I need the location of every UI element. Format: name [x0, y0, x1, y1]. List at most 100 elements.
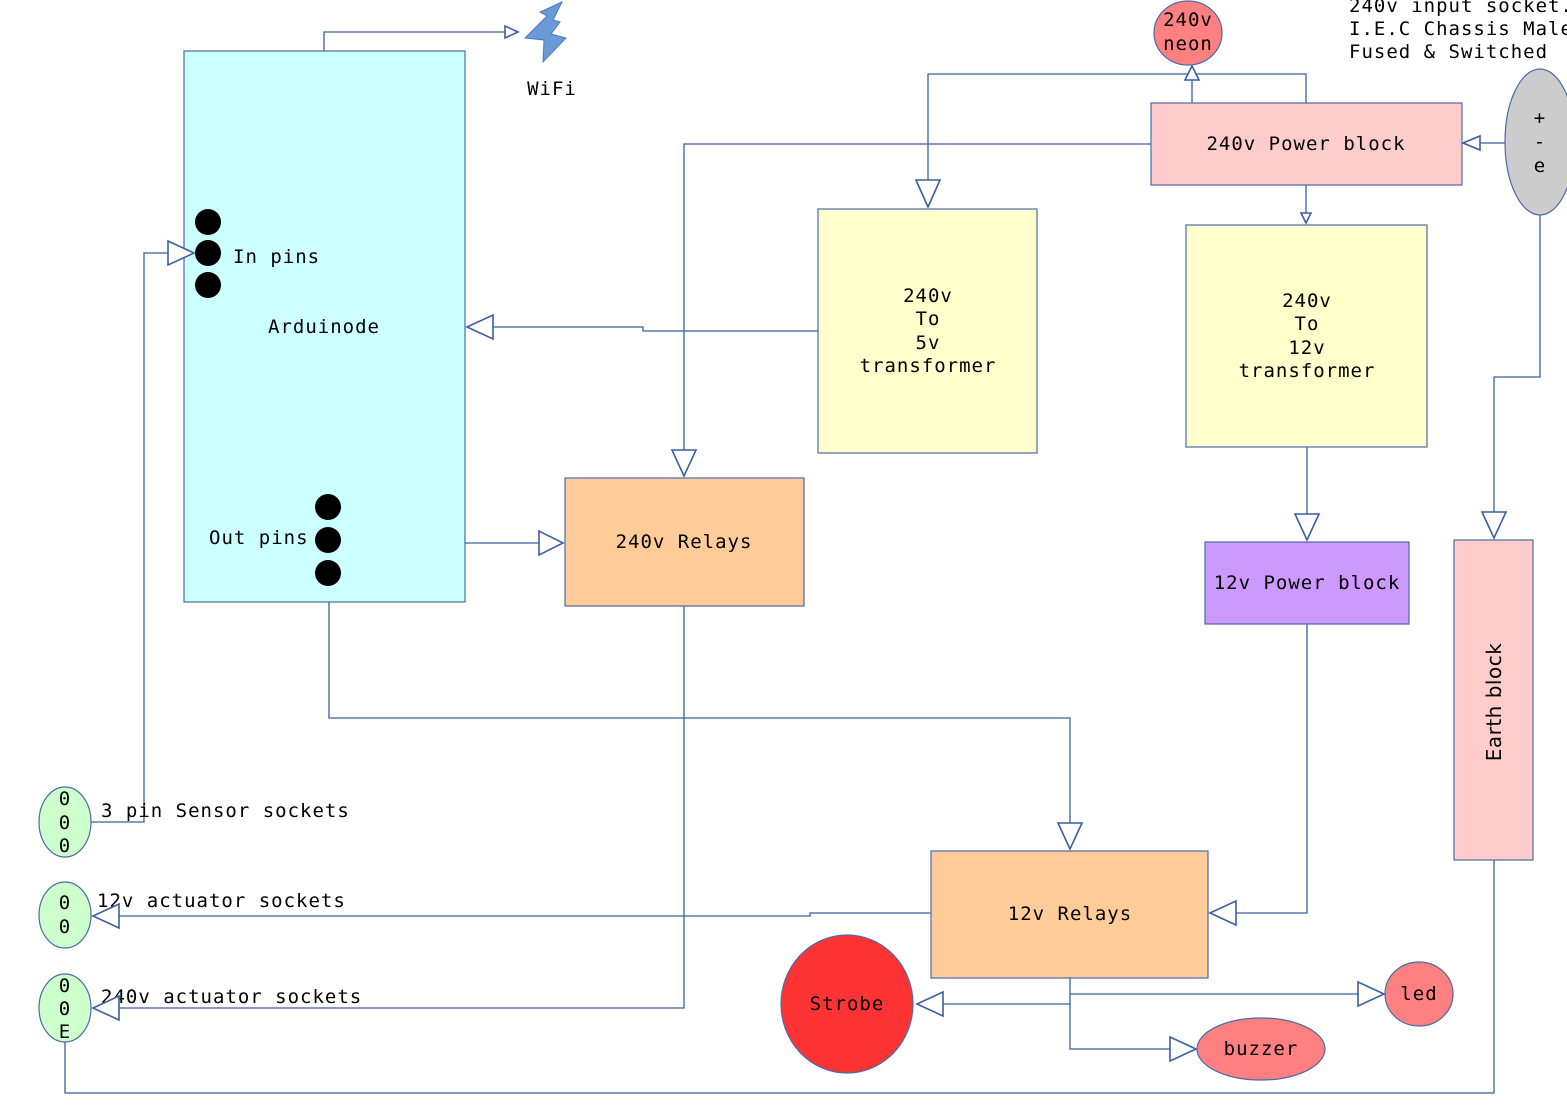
relays-240: 240v Relays	[564, 477, 805, 607]
transformer-5v-box	[817, 208, 1038, 454]
sensor-socket-body	[38, 786, 92, 858]
wire-sensor-inpin	[90, 252, 168, 823]
out-pin-3	[315, 560, 341, 586]
transformer-5v: 240v To 5v transformer	[817, 208, 1038, 454]
wire-5v-arduino	[493, 326, 818, 332]
arduinode-block: Arduinode In pins Out pins	[183, 50, 466, 603]
transformer-5v-line1: 240v	[903, 285, 953, 307]
wires	[64, 31, 1541, 1094]
transformer-5v-line2: To	[916, 308, 941, 330]
relays-12-box	[930, 850, 1209, 979]
arduinode-label: Arduinode	[268, 316, 380, 338]
in-pin-2	[195, 240, 221, 266]
neon-label-line1: 240v	[1163, 9, 1213, 31]
input-socket: + - e	[1504, 68, 1567, 216]
arrow-head-relays240-left	[538, 529, 565, 557]
in-pin-3	[195, 272, 221, 298]
sensor-pin-2: 0	[59, 812, 71, 834]
arrow-heads	[91, 24, 1508, 1063]
wire-earth-actuator240	[64, 860, 1495, 1094]
power-block-240: 240v Power block	[1150, 102, 1463, 186]
actuator-240v-pin-2: 0	[59, 998, 71, 1020]
transformer-5v-line4: transformer	[860, 355, 997, 377]
strobe-node: Strobe	[780, 934, 914, 1074]
neon-label-line2: neon	[1163, 33, 1213, 55]
wire-relays240-actuator240	[119, 606, 685, 1009]
sensor-sockets: 0 0 0 3 pin Sensor sockets	[38, 786, 350, 858]
wire-power-5v	[927, 73, 1307, 180]
arrow-head-arduinode	[465, 313, 494, 341]
actuator-240v-pin-1: 0	[59, 975, 71, 997]
relays-240-box	[564, 477, 805, 607]
actuator-12v-pin-1: 0	[59, 892, 71, 914]
arrow-head-strobe	[915, 990, 944, 1018]
arrow-head-5v	[914, 179, 942, 209]
relays-12: 12v Relays	[930, 850, 1209, 979]
arrow-head-12v	[1299, 212, 1313, 225]
power-block-240-label: 240v Power block	[1206, 133, 1405, 155]
actuator-240v-body	[38, 973, 92, 1043]
buzzer-label: buzzer	[1224, 1038, 1299, 1060]
socket-terminal-minus: -	[1534, 131, 1546, 153]
arrow-head-power240	[1460, 134, 1481, 152]
power-block-12-box	[1204, 541, 1410, 625]
wifi-lightning-icon	[523, 0, 567, 64]
buzzer-node: buzzer	[1196, 1017, 1326, 1081]
arrow-head-wifi	[504, 24, 520, 40]
wire-relays12-buzzer	[1069, 1004, 1170, 1050]
power-block-240-box	[1150, 102, 1463, 186]
input-socket-line3: Fused & Switched	[1349, 41, 1548, 63]
input-socket-caption: 240v input socket. I.E.C Chassis Male Fu…	[1349, 0, 1567, 63]
transformer-12v-line2: To	[1295, 313, 1320, 335]
power-block-12-label: 12v Power block	[1214, 572, 1401, 594]
actuator-12v-sockets: 0 0 12v actuator sockets	[38, 881, 346, 949]
out-pin-1	[315, 494, 341, 520]
strobe-lamp	[780, 934, 914, 1074]
arrow-head-relays240-top	[670, 449, 698, 478]
wifi-node: WiFi	[523, 0, 577, 100]
earth-block-box	[1453, 539, 1534, 861]
transformer-12v-line4: transformer	[1239, 360, 1376, 382]
input-socket-line1: 240v input socket.	[1349, 0, 1567, 17]
transformer-12v-line1: 240v	[1282, 290, 1332, 312]
power-block-12: 12v Power block	[1204, 541, 1410, 625]
out-pins-label: Out pins	[209, 527, 309, 549]
actuator-12v-label: 12v actuator sockets	[97, 890, 346, 912]
earth-block: Earth block	[1453, 539, 1534, 861]
wire-relays12-strobe	[943, 978, 1071, 1005]
actuator-240v-sockets: 0 0 E 240v actuator sockets	[38, 973, 362, 1043]
transformer-12v-line3: 12v	[1288, 337, 1325, 359]
wifi-label: WiFi	[527, 78, 577, 100]
input-socket-line2: I.E.C Chassis Male	[1349, 18, 1567, 40]
sensor-pin-3: 0	[59, 835, 71, 857]
arrow-head-power12	[1293, 513, 1321, 542]
sensor-pin-1: 0	[59, 788, 71, 810]
arrow-head-relays12-top	[1056, 822, 1084, 851]
strobe-label: Strobe	[810, 993, 885, 1015]
actuator-240v-label: 240v actuator sockets	[101, 986, 362, 1008]
arrow-head-relays12-right	[1208, 899, 1237, 927]
sensor-sockets-label: 3 pin Sensor sockets	[101, 800, 350, 822]
actuator-240v-pin-3: E	[59, 1021, 71, 1043]
relays-12-label: 12v Relays	[1008, 903, 1132, 925]
wire-socket-earth	[1493, 214, 1541, 512]
arrow-head-earth	[1480, 511, 1508, 540]
in-pin-1	[195, 209, 221, 235]
led-node: led	[1384, 961, 1454, 1027]
neon-node: 240v neon	[1153, 0, 1223, 66]
socket-terminal-plus: +	[1534, 107, 1546, 129]
transformer-5v-line3: 5v	[916, 332, 941, 354]
arrow-head-actuator240	[91, 994, 120, 1022]
wire-powerblock12-relays12	[1236, 624, 1308, 914]
arrow-head-inpin	[167, 239, 196, 267]
arrow-head-buzzer	[1169, 1035, 1198, 1063]
arrow-head-neon	[1183, 64, 1201, 81]
wire-power-relays240	[683, 143, 1151, 450]
socket-terminal-earth: e	[1534, 155, 1546, 177]
wire-outpin-relays12	[328, 574, 1071, 823]
arrow-head-led	[1357, 980, 1386, 1008]
arrow-head-actuator12	[91, 902, 120, 930]
transformer-12v-box	[1185, 224, 1428, 448]
in-pins-label: In pins	[233, 246, 320, 268]
